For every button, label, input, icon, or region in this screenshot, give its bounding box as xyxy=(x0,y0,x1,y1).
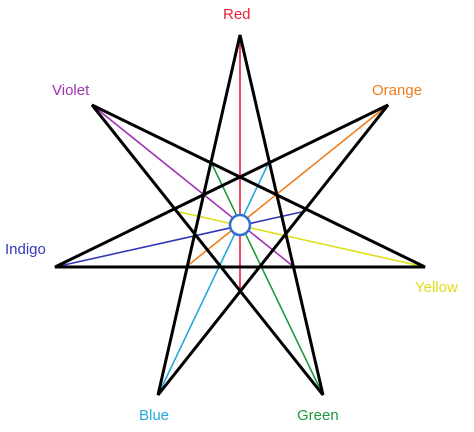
violet-spoke xyxy=(91,104,295,268)
violet-label: Violet xyxy=(52,82,90,99)
red-label: Red xyxy=(223,6,251,23)
yellow-spoke xyxy=(174,210,426,268)
yellow-label: Yellow xyxy=(415,279,458,296)
blue-label: Blue xyxy=(139,407,169,424)
orange-label: Orange xyxy=(372,82,422,99)
green-spoke xyxy=(209,159,324,396)
seven-pointed-star xyxy=(54,34,426,396)
indigo-label: Indigo xyxy=(5,241,46,258)
orange-spoke xyxy=(185,104,389,268)
indigo-spoke xyxy=(54,210,307,268)
center-circle xyxy=(228,213,252,237)
blue-spoke xyxy=(157,159,271,396)
green-label: Green xyxy=(297,407,339,424)
